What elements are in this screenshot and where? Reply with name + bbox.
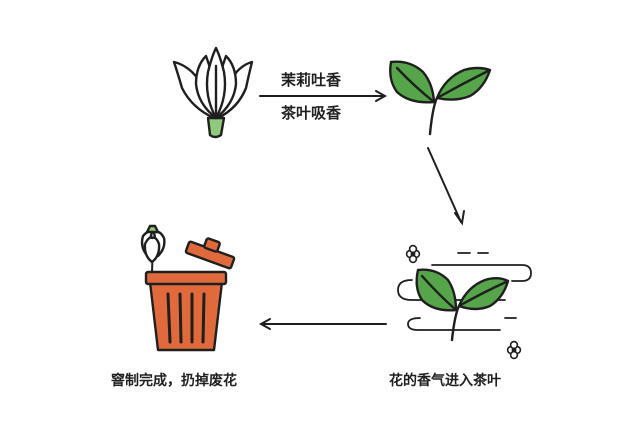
label-infused: 花的香气进入茶叶: [389, 373, 501, 389]
tea-leaves-icon: [389, 60, 492, 136]
label-absorb-top: 茉莉吐香: [281, 71, 342, 89]
arrow-flower-to-leaves: [259, 90, 388, 102]
arrow-infused-to-bin: [258, 318, 387, 330]
trash-bin-icon: [140, 224, 236, 352]
label-absorb-bottom: 茶叶吸香: [281, 104, 342, 122]
scent-lines: [397, 252, 532, 331]
bin-lid: [184, 237, 236, 270]
wilted-flower-icon: [140, 224, 166, 273]
infused-tea-leaves-icon: [397, 244, 532, 360]
jasmine-blossom-small-icon: [506, 340, 522, 360]
arrow-leaves-to-infused: [427, 147, 465, 226]
label-finished: 窨制完成，扔掉废花: [111, 373, 237, 389]
jasmine-blossom-small-icon: [405, 244, 421, 264]
jasmine-flower-icon: [172, 46, 254, 139]
